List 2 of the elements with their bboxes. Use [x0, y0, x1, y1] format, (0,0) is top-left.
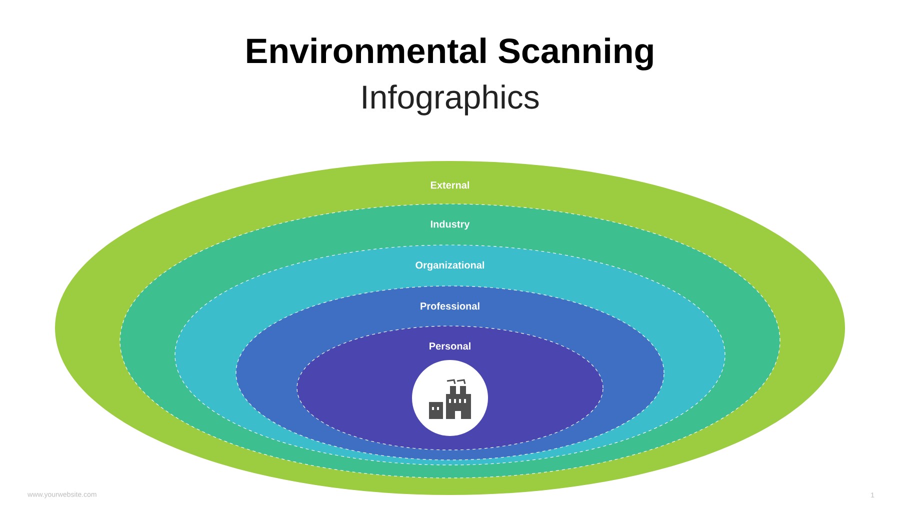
- title: Environmental Scanning: [247, 38, 653, 70]
- subtitle: Infographics: [363, 84, 539, 116]
